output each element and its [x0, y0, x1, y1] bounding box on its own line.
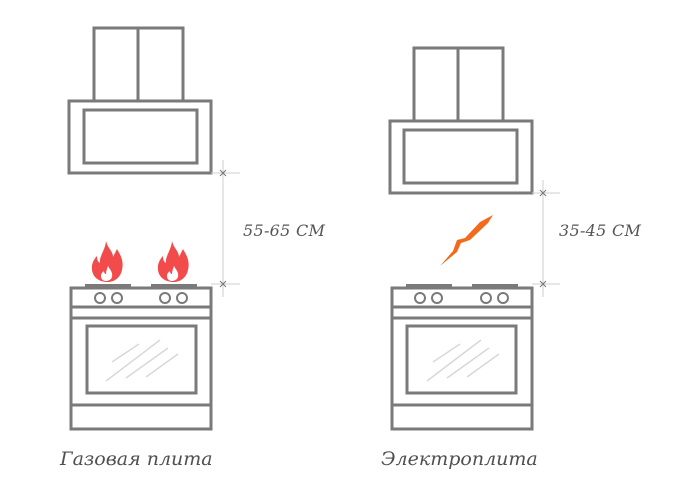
flame-icon [91, 241, 123, 282]
gas-distance-label: 55-65 СМ [243, 221, 326, 240]
flame-icon [157, 241, 189, 282]
electric-stove-caption: Электроплита [381, 448, 538, 470]
gas-stove-caption: Газовая плита [60, 448, 213, 470]
electric-hood-icon [388, 46, 534, 195]
electric-stove-icon [390, 284, 534, 431]
electric-dimension-line [532, 180, 560, 297]
gas-panel [67, 26, 213, 431]
electric-panel [388, 46, 534, 431]
electric-distance-label: 35-45 СМ [559, 221, 642, 240]
electric-oven-glass [426, 339, 500, 382]
gas-oven-glass [105, 339, 179, 382]
gas-dimension-line [211, 160, 240, 297]
gas-hood-icon [67, 26, 213, 175]
lightning-icon [440, 215, 493, 266]
gas-stove-icon [69, 284, 213, 431]
